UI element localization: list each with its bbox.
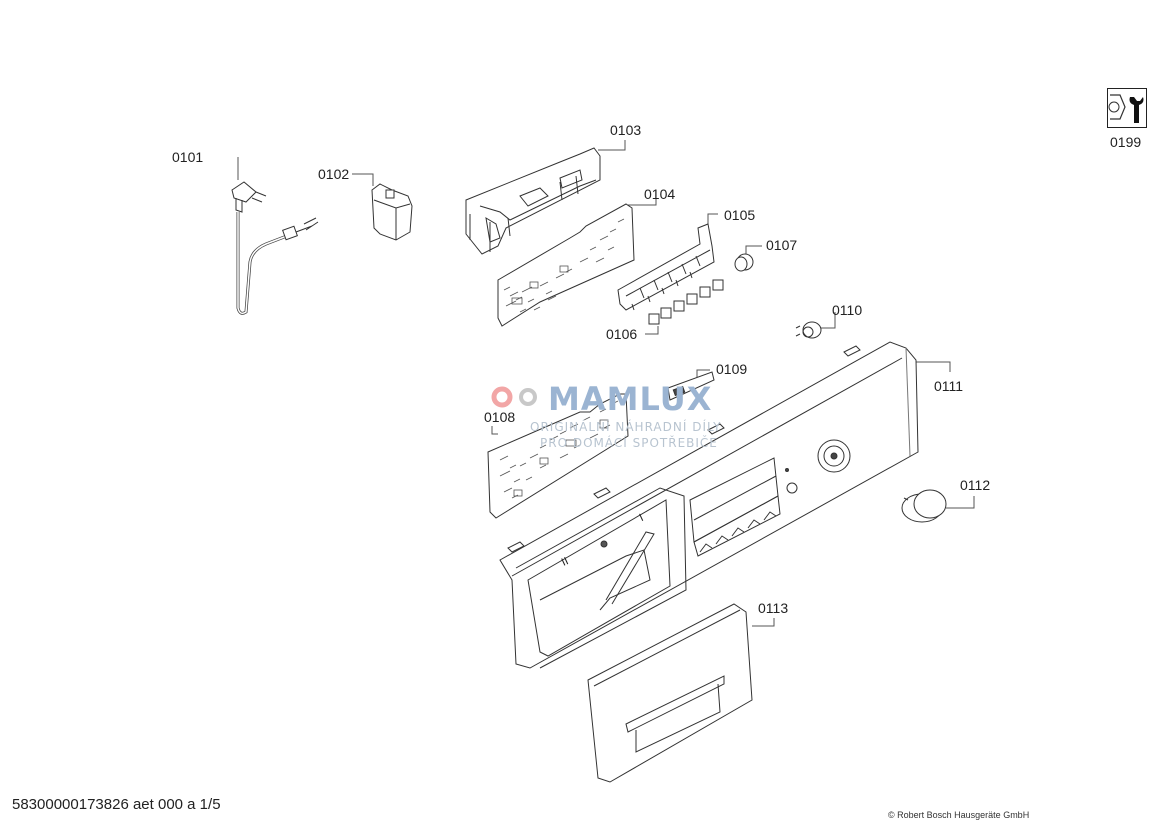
part-0109-display-cover xyxy=(667,369,715,401)
service-icon-label: 0199 xyxy=(1110,134,1142,150)
watermark-brand: MAMLUX xyxy=(548,380,713,418)
part-0108-control-board xyxy=(487,393,629,519)
part-label-0111[interactable]: 0111 xyxy=(934,378,964,394)
part-label-0108[interactable]: 0108 xyxy=(484,409,516,425)
part-label-0112[interactable]: 0112 xyxy=(960,477,991,493)
part-0110-adapter xyxy=(795,312,836,339)
copyright-notice: © Robert Bosch Hausgeräte GmbH xyxy=(888,810,1030,820)
part-label-0104[interactable]: 0104 xyxy=(644,186,676,202)
nut-and-wrench-icon[interactable] xyxy=(1107,88,1147,128)
document-code: 58300000173826 aet 000 a 1/5 xyxy=(12,796,221,813)
part-label-0106[interactable]: 0106 xyxy=(606,326,638,342)
part-0104-power-board xyxy=(497,196,657,327)
watermark-gears-icon xyxy=(491,386,537,408)
part-0105-button-holder xyxy=(617,213,718,311)
part-0102-filter xyxy=(352,173,413,241)
watermark-line2: PRO DOMÁCÍ SPOTŘEBIČE xyxy=(540,436,718,450)
part-0111-control-panel xyxy=(499,341,951,669)
part-label-0113[interactable]: 0113 xyxy=(758,600,789,616)
part-label-0109[interactable]: 0109 xyxy=(716,361,748,377)
part-label-0107[interactable]: 0107 xyxy=(766,237,798,253)
part-0113-drawer-handle xyxy=(587,603,775,783)
watermark-line1: ORIGINÁLNÍ NÁHRADNÍ DÍLY xyxy=(530,420,722,434)
part-label-0102[interactable]: 0102 xyxy=(318,166,350,182)
part-0101-power-cord xyxy=(231,157,319,315)
part-0107-knob xyxy=(734,245,762,272)
part-0103-housing xyxy=(465,140,626,255)
part-label-0101[interactable]: 0101 xyxy=(172,149,204,165)
part-label-0110[interactable]: 0110 xyxy=(832,302,863,318)
part-0112-selector-knob xyxy=(901,489,975,523)
part-0106-buttons xyxy=(645,279,724,335)
part-label-0105[interactable]: 0105 xyxy=(724,207,756,223)
part-label-0103[interactable]: 0103 xyxy=(610,122,642,138)
